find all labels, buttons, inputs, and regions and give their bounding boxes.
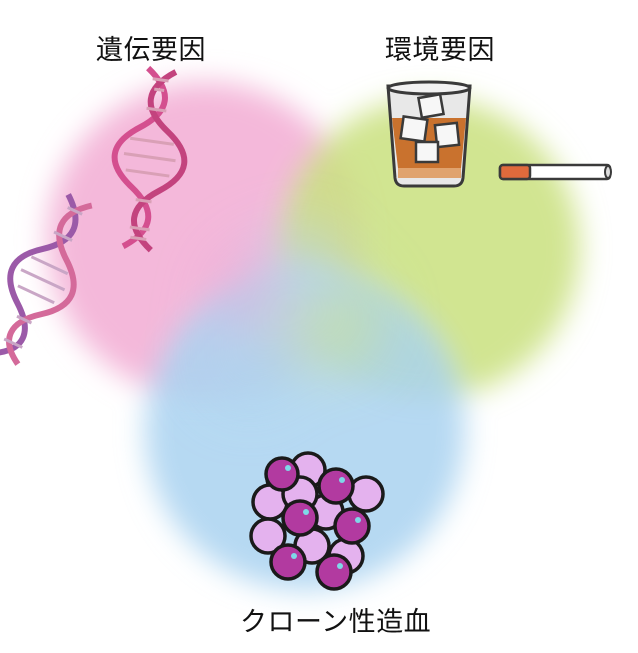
cigarette-icon bbox=[498, 163, 612, 181]
whiskey-glass-icon bbox=[386, 80, 472, 188]
blood-cells-icon bbox=[249, 451, 385, 591]
dna-icon bbox=[0, 193, 93, 366]
environmental-factors-label: 環境要因 bbox=[385, 35, 495, 66]
genetic-factors-label: 遺伝要因 bbox=[96, 35, 206, 66]
clonal-hematopoiesis-label: クローン性造血 bbox=[240, 607, 432, 638]
